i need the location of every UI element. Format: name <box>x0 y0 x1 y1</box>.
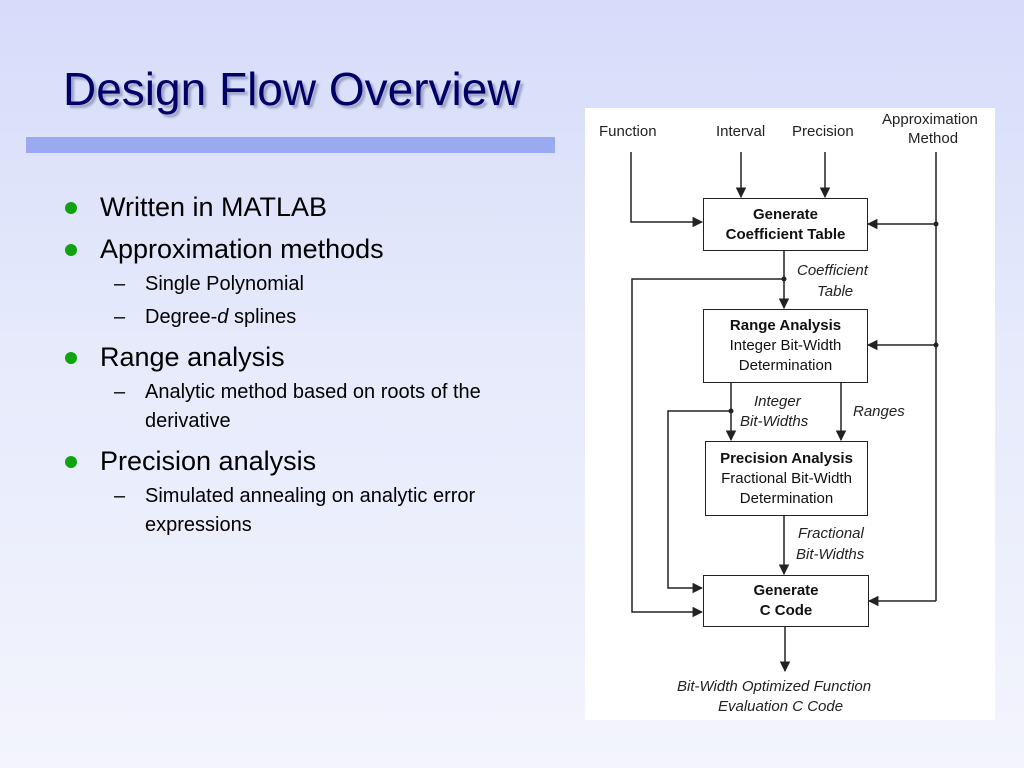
bullet-text: Range analysis <box>100 342 285 372</box>
sub-bullet-text: Simulated annealing on analytic error ex… <box>145 485 476 536</box>
input-label-interval: Interval <box>716 123 766 140</box>
edge-label-ranges: Ranges <box>853 403 905 420</box>
bullet-item: Approximation methods <box>62 232 542 266</box>
bullet-dot-icon <box>65 352 77 364</box>
function-arrow <box>630 152 704 228</box>
bullet-list: Written in MATLAB Approximation methods … <box>62 190 542 548</box>
precision-analysis-box: Precision Analysis Fractional Bit-Width … <box>705 441 868 516</box>
box-title: Generate <box>753 582 819 599</box>
edge-label-fractional: Fractional <box>798 525 864 542</box>
design-flow-diagram: Function Interval Precision Approximatio… <box>585 108 995 720</box>
sub-bullet-item: – Analytic method based on roots of the … <box>62 378 525 436</box>
edge-label-integer: Integer <box>754 393 801 410</box>
generate-c-code-box: Generate C Code <box>703 575 869 627</box>
sub-bullet-text-suffix: splines <box>228 306 297 328</box>
junction-dot <box>781 276 787 282</box>
edge-label-int-bitwidths: Bit-Widths <box>740 413 809 430</box>
input-label-precision: Precision <box>792 123 854 140</box>
box-text: Fractional Bit-Width <box>721 469 852 487</box>
box-title: C Code <box>759 602 813 619</box>
bullet-text: Written in MATLAB <box>100 192 328 222</box>
title-underline-bar <box>26 137 555 153</box>
output-label-line2: Evaluation C Code <box>718 698 844 715</box>
output-label-line1: Bit-Width Optimized Function <box>677 678 872 695</box>
box-title: Coefficient Table <box>725 225 846 243</box>
edge-label-table: Table <box>817 283 854 300</box>
bullet-text: Approximation methods <box>100 234 384 264</box>
bullet-dot-icon <box>65 456 77 468</box>
bullet-text: Precision analysis <box>100 446 317 476</box>
sub-bullet-text: Analytic method based on roots of the de… <box>145 381 481 432</box>
sub-bullet-item: – Single Polynomial <box>62 270 542 299</box>
sub-bullet-text: Single Polynomial <box>145 273 304 295</box>
range-analysis-box: Range Analysis Integer Bit-Width Determi… <box>703 309 868 383</box>
bullet-dot-icon <box>65 202 77 214</box>
box-title: Precision Analysis <box>720 449 853 467</box>
dash-icon: – <box>114 485 126 507</box>
box-text: Integer Bit-Width <box>729 337 842 354</box>
input-label-approximation: Approximation <box>882 111 978 128</box>
integer-bypass-line <box>667 410 731 594</box>
bullet-item: Written in MATLAB <box>62 190 542 224</box>
dash-icon: – <box>114 381 126 403</box>
bullet-dot-icon <box>65 244 77 256</box>
edge-label-frac-bitwidths: Bit-Widths <box>796 546 865 563</box>
junction-dot <box>933 221 939 227</box>
dash-icon: – <box>114 273 126 295</box>
box-text: Determination <box>738 357 833 374</box>
generate-coefficient-table-box: Generate Coefficient Table <box>703 198 868 251</box>
sub-bullet-text-italic: d <box>217 306 229 328</box>
bullet-item: Range analysis <box>62 340 542 374</box>
junction-dot <box>933 342 939 348</box>
dash-icon: – <box>114 306 126 328</box>
sub-bullet-item: – Degree-d splines <box>62 303 542 332</box>
flow-connectors <box>630 152 939 673</box>
edge-label-coefficient: Coefficient <box>797 262 868 279</box>
bullet-item: Precision analysis <box>62 444 542 478</box>
input-label-method: Method <box>908 130 959 147</box>
box-title: Range Analysis <box>729 317 842 334</box>
coef-bypass-line <box>631 278 784 618</box>
sub-bullet-text-prefix: Degree- <box>145 306 218 328</box>
box-text: Determination <box>739 489 834 507</box>
sub-bullet-item: – Simulated annealing on analytic error … <box>62 482 515 540</box>
slide-title: Design Flow Overview <box>63 63 521 115</box>
junction-dot <box>728 408 734 414</box>
box-title: Generate <box>752 205 819 223</box>
input-label-function: Function <box>599 123 657 140</box>
